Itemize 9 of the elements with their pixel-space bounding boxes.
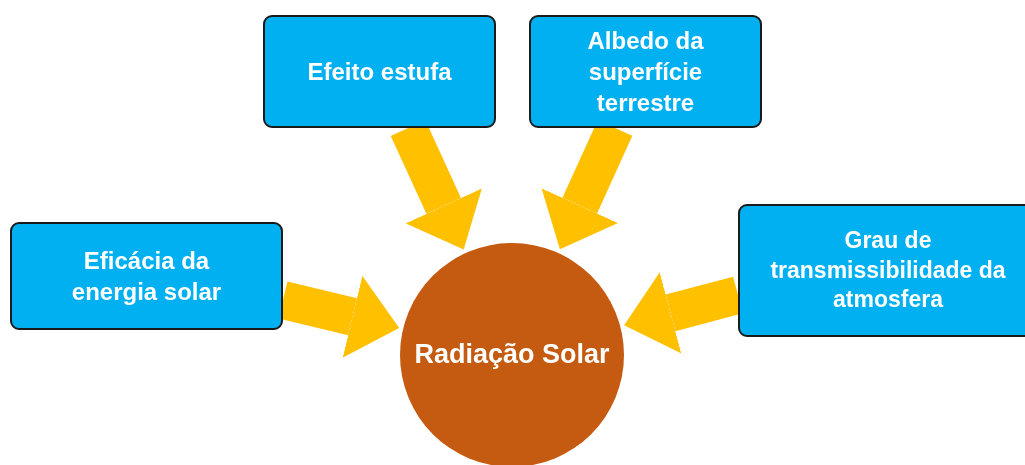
node-label: Grau de transmissibilidade da atmosfera: [769, 225, 1007, 315]
process-box: [263, 15, 496, 128]
node-label: Radiação Solar: [414, 338, 610, 372]
node-label: Albedo da superfície terrestre: [586, 25, 705, 119]
node-label: Efeito estufa: [307, 56, 452, 87]
process-box: [10, 222, 283, 330]
process-box: [738, 204, 1025, 337]
process-box: [529, 15, 762, 128]
node-label: Eficácia da energia solar: [70, 245, 223, 307]
